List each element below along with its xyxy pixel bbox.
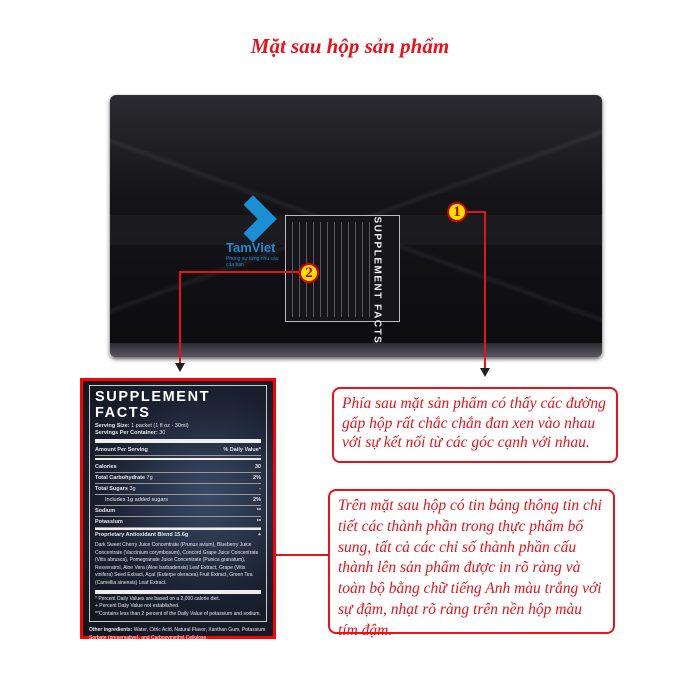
servings: 30 <box>159 430 166 436</box>
facts-row: Total Sugars 3g- <box>95 484 261 495</box>
footnote: * Percent Daily Values are based on a 2,… <box>95 595 220 602</box>
blend-ingredients: Dark Sweet Cherry Juice Concentrate (Pru… <box>95 542 259 586</box>
facts-row: Potassium** <box>95 517 261 528</box>
page-title: Mặt sau hộp sản phẩm <box>250 34 450 58</box>
product-box-back: TamViet Phụng sự từng nhu cầu của bạn SU… <box>110 95 602 357</box>
connector-line <box>180 271 300 273</box>
servings-label: Servings Per Container: <box>95 430 158 436</box>
logo-text: TamViet <box>226 240 276 255</box>
callout-box-1: Phía sau mặt sản phẩm có thấy các đường … <box>332 387 618 463</box>
box-edge <box>110 343 602 357</box>
marker-1: 1 <box>447 202 467 222</box>
serving-size: 1 packet (1 fl oz - 30ml) <box>131 423 189 429</box>
facts-row: Calories 30 <box>95 462 261 473</box>
callout-box-2: Trên mặt sau hộp có tin bảng thông tin c… <box>328 489 615 639</box>
blend-dv: + <box>257 532 261 538</box>
logo-mark-icon <box>229 195 277 243</box>
arrow-down-icon <box>175 363 185 372</box>
connector-line <box>484 211 486 369</box>
other-ingredients-label: Other ingredients: <box>89 627 133 634</box>
logo-tagline: Phụng sự từng nhu cầu của bạn <box>226 256 279 268</box>
supplement-facts-closeup: SUPPLEMENT FACTS Serving Size: 1 packet … <box>80 378 276 641</box>
marker-2: 2 <box>299 263 319 283</box>
facts-row: Sodium** <box>95 506 261 517</box>
footnote: + Percent Daily Value not established. <box>95 603 180 610</box>
arrow-down-icon <box>480 368 490 377</box>
box-label-title: SUPPLEMENT FACTS <box>371 216 383 345</box>
facts-title: SUPPLEMENT FACTS <box>95 389 211 421</box>
connector-line <box>465 211 486 213</box>
tamviet-logo: TamViet Phụng sự từng nhu cầu của bạn <box>224 200 282 274</box>
dv-header: % Daily Value* <box>223 447 261 453</box>
amount-header: Amount Per Serving <box>95 447 148 453</box>
blend-name: Proprietary Antioxidant Blend 15.6g <box>95 532 189 538</box>
serving-size-label: Serving Size: <box>95 423 130 429</box>
connector-line <box>179 271 181 364</box>
other-ingredients: Water, Citric Acid, Natural Flavor, Xant… <box>89 627 266 641</box>
footnote: **Contains less than 2 percent of the Da… <box>95 610 261 617</box>
connector-line <box>276 554 330 556</box>
